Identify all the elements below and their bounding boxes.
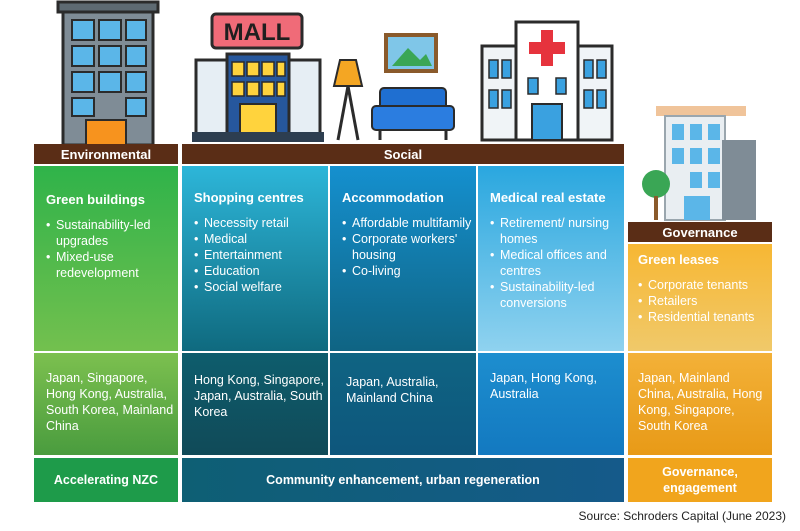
green-leases-regions: Japan, Mainland China, Australia, Hong K… (638, 371, 763, 433)
mall-sign: MALL (224, 19, 291, 46)
list-item: Corporate tenants (638, 277, 768, 293)
green-leases-list: Corporate tenants Retailers Residential … (638, 277, 768, 325)
green-buildings-column: Green buildings Sustainability-led upgra… (46, 192, 174, 281)
mall-building-icon: MALL (192, 12, 324, 142)
accommodation-title: Accommodation (342, 190, 444, 205)
green-leases-column: Green leases Corporate tenants Retailers… (638, 252, 768, 325)
medical-regions-panel (478, 353, 624, 455)
social-footer-panel (182, 458, 624, 502)
social-header: Social (182, 144, 624, 164)
medical-real-estate-list: Retirement/ nursing homes Medical office… (490, 215, 620, 311)
governance-building-icon (642, 106, 756, 221)
list-item: Corporate workers' housing (342, 231, 472, 263)
shopping-centres-title: Shopping centres (194, 190, 304, 205)
environmental-footer: Accelerating NZC (53, 473, 159, 487)
governance-footer: Governance, engagement (662, 465, 738, 495)
governance-regions-panel (628, 353, 772, 455)
shopping-centres-column: Shopping centres Necessity retail Medica… (194, 190, 324, 295)
list-item: Medical offices and centres (490, 247, 620, 279)
environmental-header: Environmental (34, 144, 178, 164)
list-item: Affordable multifamily (342, 215, 472, 231)
green-buildings-title: Green buildings (46, 192, 145, 207)
living-room-icon (332, 33, 455, 141)
accommodation-list: Affordable multifamily Corporate workers… (342, 215, 472, 279)
list-item: Residential tenants (638, 309, 768, 325)
shopping-centres-regions: Hong Kong, Singapore, Japan, Australia, … (194, 373, 324, 419)
accommodation-column: Accommodation Affordable multifamily Cor… (342, 190, 472, 279)
environmental-footer-panel (34, 458, 178, 502)
medical-real-estate-column: Medical real estate Retirement/ nursing … (490, 190, 620, 311)
medical-real-estate-regions: Japan, Hong Kong, Australia (490, 371, 598, 401)
list-item: Co-living (342, 263, 472, 279)
shopping-centres-list: Necessity retail Medical Entertainment E… (194, 215, 324, 295)
list-item: Entertainment (194, 247, 324, 263)
list-item: Retirement/ nursing homes (490, 215, 620, 247)
social-footer: Community enhancement, urban regeneratio… (266, 473, 540, 487)
source-note: Source: Schroders Capital (June 2023) (578, 509, 786, 523)
list-item: Sustainability-led upgrades (46, 217, 174, 249)
shopping-regions-panel (182, 353, 328, 455)
green-buildings-regions: Japan, Singapore, Hong Kong, Australia, … (46, 371, 174, 433)
environmental-regions-panel (34, 353, 178, 455)
list-item: Medical (194, 231, 324, 247)
governance-header: Governance (628, 222, 772, 242)
list-item: Necessity retail (194, 215, 324, 231)
green-leases-title: Green leases (638, 252, 719, 267)
medical-real-estate-title: Medical real estate (490, 190, 606, 205)
list-item: Sustainability-led conversions (490, 279, 620, 311)
accommodation-regions-panel (330, 353, 476, 455)
governance-footer-panel (628, 458, 772, 502)
list-item: Social welfare (194, 279, 324, 295)
list-item: Retailers (638, 293, 768, 309)
office-building-icon (56, 0, 160, 147)
green-buildings-list: Sustainability-led upgrades Mixed-use re… (46, 217, 174, 281)
accommodation-regions: Japan, Australia, Mainland China (346, 375, 439, 405)
hospital-building-icon (480, 20, 614, 142)
list-item: Education (194, 263, 324, 279)
list-item: Mixed-use redevelopment (46, 249, 174, 281)
